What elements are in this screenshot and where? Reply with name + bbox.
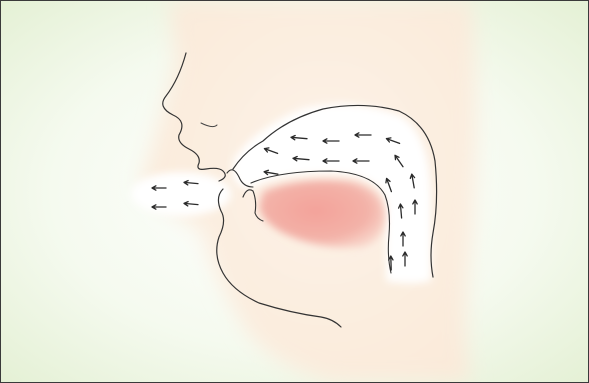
exhaled-air — [131, 172, 231, 216]
